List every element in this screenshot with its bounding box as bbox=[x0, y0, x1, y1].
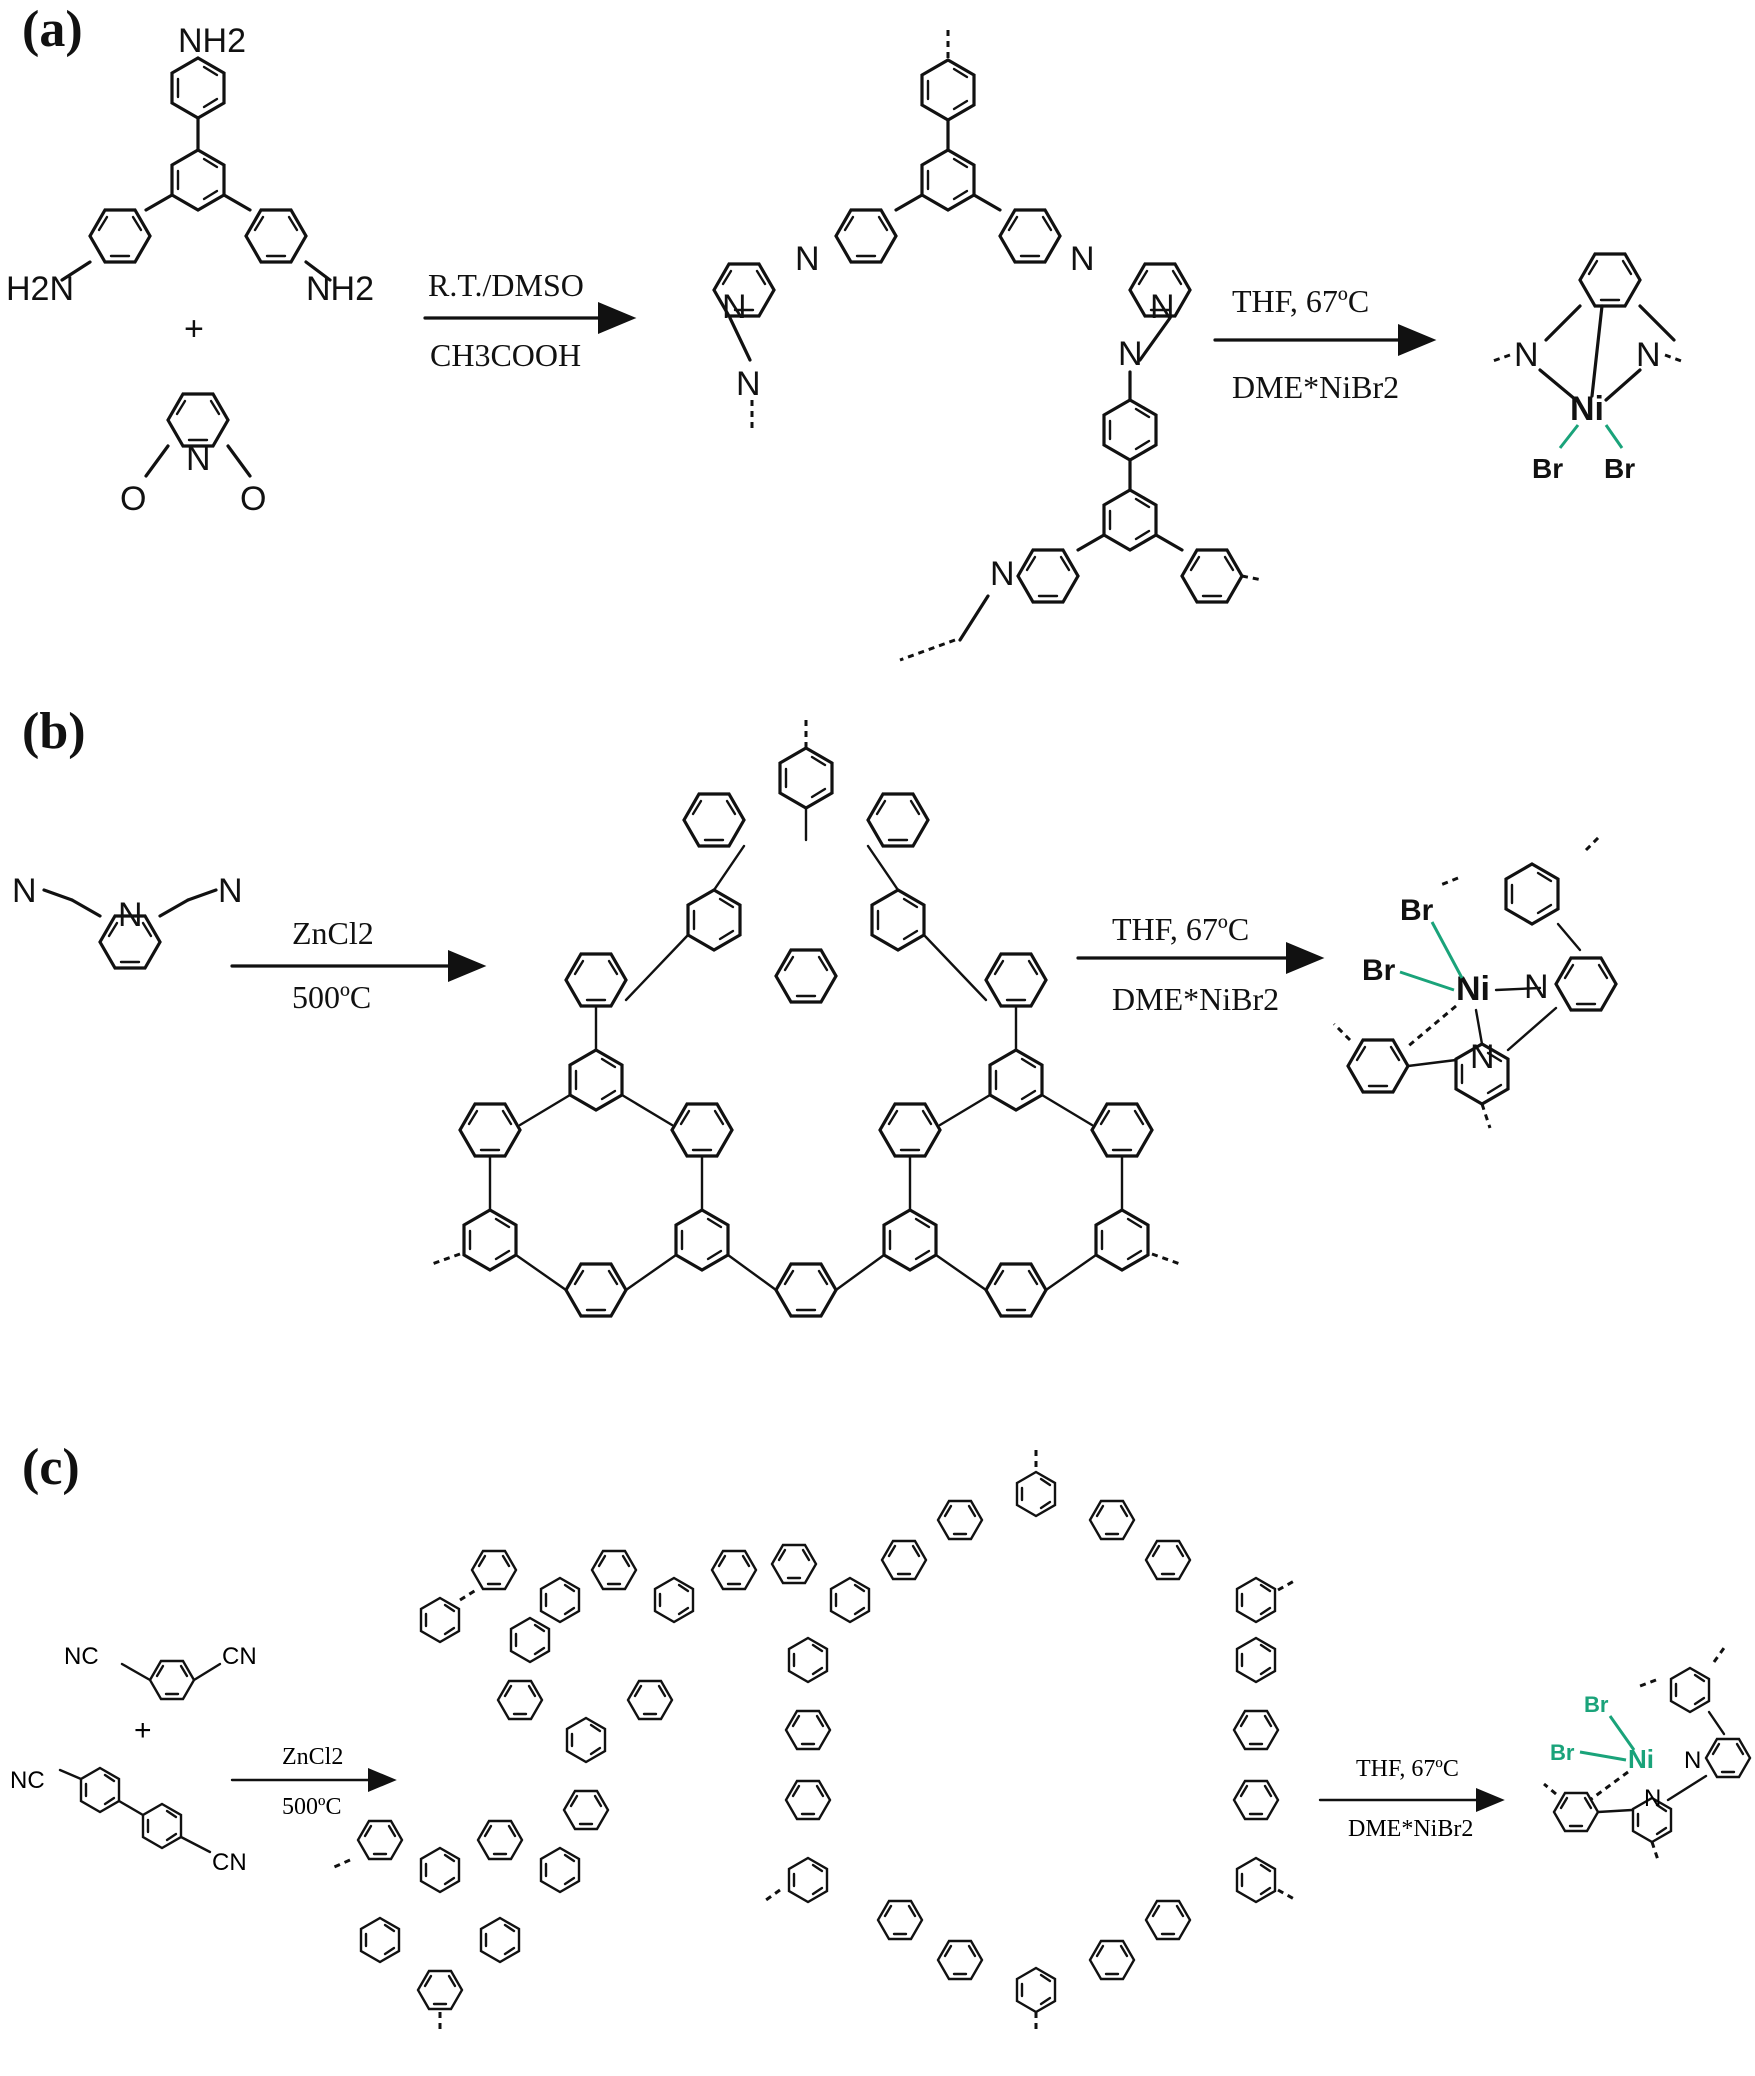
panel-b: (b) N N N ZnCl2 500ºC bbox=[12, 703, 1618, 1318]
reactant-dicyanobiphenyl: NC CN bbox=[10, 1766, 247, 1876]
aldehyde-o-right: O bbox=[240, 480, 266, 518]
nitrile-n-left: N bbox=[12, 872, 37, 910]
pyridine-n-b-product: N bbox=[1524, 968, 1549, 1006]
cond-c1-top: ZnCl2 bbox=[282, 1744, 343, 1770]
svg-text:N: N bbox=[1118, 335, 1143, 373]
panel-c: (c) NC CN + NC CN ZnCl2 500ºC bbox=[10, 1439, 1752, 2032]
imine-framework: N N N N N N N bbox=[712, 30, 1263, 662]
plus-a: + bbox=[184, 310, 204, 348]
amine-right: NH2 bbox=[306, 270, 374, 308]
cond-c1-bottom: 500ºC bbox=[282, 1794, 341, 1820]
nitrile-c2-right: CN bbox=[212, 1849, 247, 1876]
cond-a2-top: THF, 67ºC bbox=[1232, 283, 1369, 319]
reactant-dicyanopyridine: N N N bbox=[12, 872, 243, 970]
pyridine-n-b: N bbox=[118, 896, 143, 934]
cond-a1-top: R.T./DMSO bbox=[428, 267, 584, 303]
aldehyde-o-left: O bbox=[120, 480, 146, 518]
triazine-n-c-product: N bbox=[1644, 1785, 1661, 1812]
cond-b2-top: THF, 67ºC bbox=[1112, 911, 1249, 947]
panel-label-b: (b) bbox=[22, 703, 86, 760]
bromide-b2: Br bbox=[1362, 954, 1396, 987]
bromide-c1: Br bbox=[1584, 1692, 1609, 1717]
ctf-framework-c bbox=[331, 1450, 1297, 2032]
reactant-dialdehyde: O N O bbox=[120, 392, 266, 518]
cond-c2-bottom: DME*NiBr2 bbox=[1348, 1816, 1473, 1842]
cond-b1-top: ZnCl2 bbox=[292, 915, 374, 951]
nitrile-c2-left: NC bbox=[10, 1767, 45, 1794]
bromide-a1: Br bbox=[1532, 453, 1563, 484]
amine-left: H2N bbox=[6, 270, 74, 308]
pyridine-n: N bbox=[186, 440, 211, 478]
svg-text:N: N bbox=[1150, 288, 1175, 326]
bromide-c2: Br bbox=[1550, 1740, 1575, 1765]
cond-a1-bottom: CH3COOH bbox=[430, 337, 581, 373]
nitrile-n-right: N bbox=[218, 872, 243, 910]
amine-top: NH2 bbox=[178, 22, 246, 60]
product-b-ni-complex: Br Br Ni N N bbox=[1332, 834, 1618, 1129]
reactant-triamine: NH2 H2N NH2 bbox=[6, 22, 374, 308]
cond-c2-top: THF, 67ºC bbox=[1356, 1756, 1459, 1782]
ctf-framework-b bbox=[431, 720, 1181, 1318]
panel-label-a: (a) bbox=[22, 1, 83, 58]
nitrile-c-right: CN bbox=[222, 1643, 257, 1670]
imine-n-left: N bbox=[1514, 336, 1539, 374]
svg-text:N: N bbox=[722, 288, 747, 326]
reactant-dicyanopyridine-c: NC CN bbox=[64, 1643, 257, 1701]
imine-n-right: N bbox=[1636, 336, 1661, 374]
nitrile-c-left: NC bbox=[64, 1643, 99, 1670]
plus-c: + bbox=[134, 1714, 152, 1747]
svg-text:N: N bbox=[795, 240, 820, 278]
cond-a2-bottom: DME*NiBr2 bbox=[1232, 369, 1399, 405]
cond-b2-bottom: DME*NiBr2 bbox=[1112, 981, 1279, 1017]
panel-label-c: (c) bbox=[22, 1439, 80, 1496]
bromide-b1: Br bbox=[1400, 894, 1434, 927]
svg-text:N: N bbox=[990, 555, 1015, 593]
svg-text:N: N bbox=[736, 365, 761, 403]
panel-a: (a) NH2 H2N NH2 + O N O R.T./ bbox=[6, 1, 1685, 662]
product-a-ni-complex: N N Ni Br Br bbox=[1489, 252, 1685, 484]
product-c-ni-complex: Br Br Ni N N bbox=[1543, 1647, 1752, 1861]
nickel-a: Ni bbox=[1570, 390, 1604, 428]
triazine-n-b-product: N bbox=[1470, 1038, 1495, 1076]
bromide-a2: Br bbox=[1604, 453, 1635, 484]
svg-text:N: N bbox=[1070, 240, 1095, 278]
cond-b1-bottom: 500ºC bbox=[292, 979, 371, 1015]
pyridine-n-c-product: N bbox=[1684, 1747, 1701, 1774]
